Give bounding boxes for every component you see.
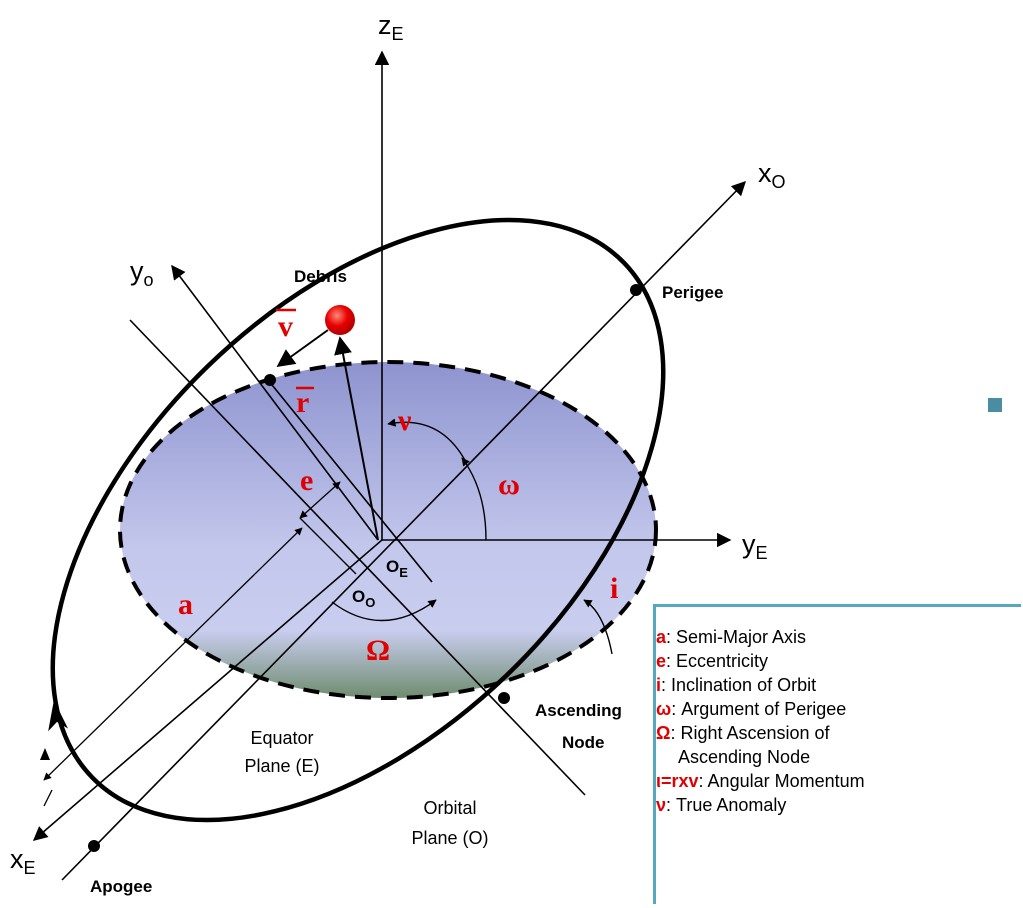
perigee-point (630, 284, 642, 296)
legend-key: Ω (656, 723, 671, 743)
ascending-node-label-1: Ascending (535, 701, 622, 720)
legend-key: ν (656, 795, 667, 815)
ascending-node-point (498, 692, 510, 704)
origin-e-label: OE (386, 557, 408, 580)
legend-text: : Argument of Perigee (671, 699, 847, 719)
orbital-plane-label-1: Orbital (423, 798, 476, 818)
line-of-nodes (129, 319, 586, 796)
legend-item: ω: Argument of Perigee (656, 697, 1021, 721)
inclination-symbol: i (610, 572, 618, 605)
equator-plane-label-1: Equator (250, 728, 313, 748)
velocity-vector (276, 329, 329, 368)
velocity-symbol: v (278, 310, 293, 343)
eccentricity-symbol: e (300, 464, 313, 497)
debris-label: Debris (294, 267, 347, 286)
legend-key: ι=rxv (656, 771, 699, 791)
legend-item: ν: True Anomaly (656, 793, 1021, 817)
eccentricity-line (299, 481, 341, 519)
legend-item: Ω: Right Ascension of Ascending Node (656, 721, 1021, 769)
legend-text: : Semi-Major Axis (666, 627, 807, 647)
position-vector (334, 336, 379, 541)
Omega-arc (331, 599, 437, 622)
legend-item: e: Eccentricity (656, 649, 1021, 673)
semi-major-extension (43, 789, 53, 807)
legend-text: : Right Ascension of (670, 723, 830, 743)
orbital-plane-label-2: Plane (O) (411, 828, 488, 848)
node-point-upper (264, 374, 276, 386)
legend-item: i: Inclination of Orbit (656, 673, 1021, 697)
eccentricity-offset (299, 517, 357, 575)
legend-item: ι=rxv: Angular Momentum (656, 769, 1021, 793)
apogee-point (88, 840, 100, 852)
x-e-axis-label: xE (10, 844, 36, 878)
legend-item: a: Semi-Major Axis (656, 625, 1021, 649)
legend-text: : Eccentricity (666, 651, 769, 671)
legend-text: : Inclination of Orbit (661, 675, 817, 695)
bullet-marker (988, 398, 1002, 412)
y-e-axis-label: yE (742, 529, 768, 563)
omega-arc (461, 457, 487, 541)
raan-symbol: Ω (366, 634, 390, 667)
position-symbol: r (296, 386, 309, 419)
perigee-label: Perigee (662, 283, 723, 302)
y-o-axis (171, 264, 379, 541)
legend-text-continued: Ascending Node (678, 747, 811, 767)
legend-key: e (656, 651, 667, 671)
true-anomaly-symbol: ν (397, 404, 412, 437)
ascending-node-label-2: Node (562, 733, 605, 752)
apogee-label: Apogee (90, 877, 152, 896)
argument-perigee-symbol: ω (498, 468, 520, 501)
legend-text: : Angular Momentum (698, 771, 865, 791)
y-o-axis-label: yo (130, 256, 154, 290)
node-normal-line (267, 379, 433, 583)
origin-o-label: OO (352, 587, 375, 610)
legend-text: : True Anomaly (666, 795, 787, 815)
debris-point (325, 305, 355, 335)
semi-major-symbol: a (178, 588, 193, 621)
legend-key: a (656, 627, 667, 647)
equator-plane-label-2: Plane (E) (244, 756, 319, 776)
inclination-arc (583, 599, 613, 655)
semi-major-axis-line (43, 527, 303, 781)
legend-key: i (656, 675, 662, 695)
z-e-axis-label: zE (378, 10, 404, 44)
nu-arc (387, 418, 467, 463)
legend-key: ω (656, 699, 672, 719)
x-o-axis-label: xO (758, 158, 786, 192)
orbit-direction-arrow (40, 748, 50, 760)
